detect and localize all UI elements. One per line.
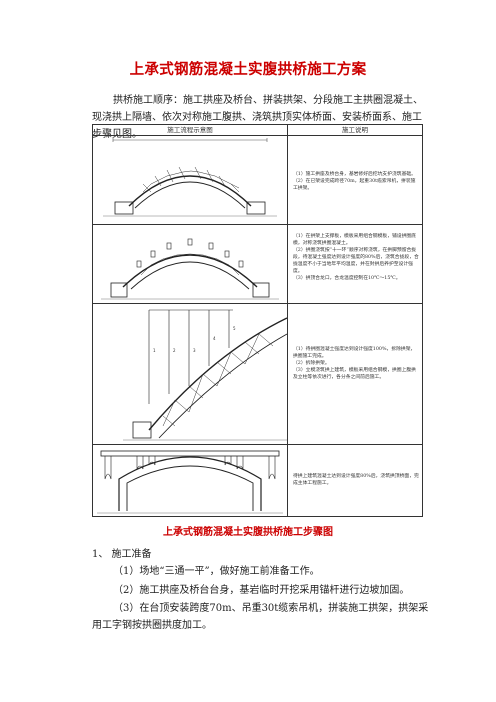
svg-text:5: 5 [233,326,236,331]
arch-half-span-diagram: 1 2 3 4 5 [123,309,287,441]
step-3-description: （1）待拱圈混凝土强度达到设计强度100%，拆除拱架，拱圈施工完成。 （2）拆除… [293,347,416,380]
svg-text:3: 3 [193,348,196,353]
step-1-diagram [93,136,288,224]
svg-text:4: 4 [213,336,216,341]
arch-segments-diagram [101,238,279,300]
step-row-1: （1）施工拱座及桥台身，基岩修好后挖坑支护浇筑基础。 （2）在已架设完成跨径70… [93,136,422,225]
figure-caption: 上承式钢筋混凝土实腹拱桥施工步骤图 [163,527,333,538]
step-4-diagram [93,445,288,516]
svg-text:1: 1 [153,348,156,353]
completed-arch-bridge-diagram [97,450,283,514]
step-row-2: （1）在拱架上支撑板，模板采用组合钢模板，铺设拱圈底模，对称浇筑拱圈混凝土。 （… [93,225,422,304]
step-4-description: 待拱上建筑混凝土达到设计强度80%后，浇筑拱顶桥面，完成主体工程施工。 [293,474,419,486]
step-item-3: （3）在台顶安装跨度70m、吊重30t缆索吊机，拼装施工拱架，拱架采用工字钢按拱… [92,603,429,631]
intro-paragraph: 拱桥施工顺序：施工拱座及桥台、拼装拱架、分段施工主拱圈混凝土、现浇拱上隔墙、依次… [92,95,423,140]
step-row-3: 1 2 3 4 5 （1）待拱圈混凝土强度达到设计强度100%，拆除拱架，拱圈施工完成… [93,304,422,445]
svg-text:2: 2 [173,348,176,353]
header-diagram: 施工流程示意图 [93,125,288,136]
step-item-1: （1）场地“三通一平”，做好施工前准备工作。 [113,566,320,577]
section-heading-preparation: 1、 施工准备 [92,549,152,560]
step-2-description: （1）在拱架上支撑板，模板采用组合钢模板，铺设拱圈底模，对称浇筑拱圈混凝土。 （… [293,234,419,281]
header-description: 施工说明 [288,125,422,136]
document-title: 上承式钢筋混凝土实腹拱桥施工方案 [129,62,367,78]
step-3-diagram: 1 2 3 4 5 [93,304,288,444]
arch-truss-diagram-1 [103,138,277,217]
step-item-2: （2）施工拱座及桥台台身，基岩临时开挖采用锚杆进行边坡加固。 [113,585,410,596]
step-1-description: （1）施工拱座及桥台身，基岩修好后挖坑支护浇筑基础。 （2）在已架设完成跨径70… [293,172,416,191]
step-row-4: 待拱上建筑混凝土达到设计强度80%后，浇筑拱顶桥面，完成主体工程施工。 [93,445,422,516]
step-2-diagram [93,225,288,303]
construction-steps-table: 施工流程示意图 施工说明 [92,124,423,517]
